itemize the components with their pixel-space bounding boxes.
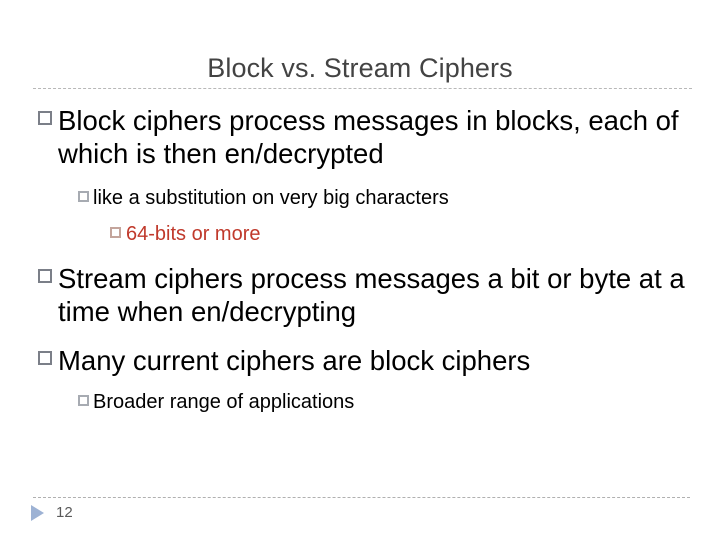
slide-number: 12 [56,504,73,521]
page-title: Block vs. Stream Ciphers [207,53,513,83]
bullet-item-stream-ciphers: Stream ciphers process messages a bit or… [0,262,720,328]
bullet-item-64-bits: 64-bits or more [0,222,720,247]
bullet-text: Stream ciphers process messages a bit or… [58,263,685,327]
bullet-text: Block ciphers process messages in blocks… [58,105,679,169]
open-square-bullet-icon [78,191,89,202]
open-square-bullet-icon [110,227,121,238]
bullet-item-block-ciphers: Block ciphers process messages in blocks… [0,104,720,170]
bullet-text: 64-bits or more [126,223,261,245]
play-triangle-icon [31,505,44,521]
open-square-bullet-icon [38,269,52,283]
open-square-bullet-icon [78,395,89,406]
bullet-text: Broader range of applications [93,391,355,413]
bullet-item-like-substitution: like a substitution on very big characte… [0,186,720,211]
footer-divider [33,497,690,498]
bullet-text: Many current ciphers are block ciphers [58,345,531,376]
title-divider [33,88,692,89]
bullet-text: like a substitution on very big characte… [93,187,449,209]
open-square-bullet-icon [38,111,52,125]
bullet-item-many-current-ciphers: Many current ciphers are block ciphers [0,344,720,377]
bullet-item-broader-range: Broader range of applications [0,390,720,415]
open-square-bullet-icon [38,351,52,365]
